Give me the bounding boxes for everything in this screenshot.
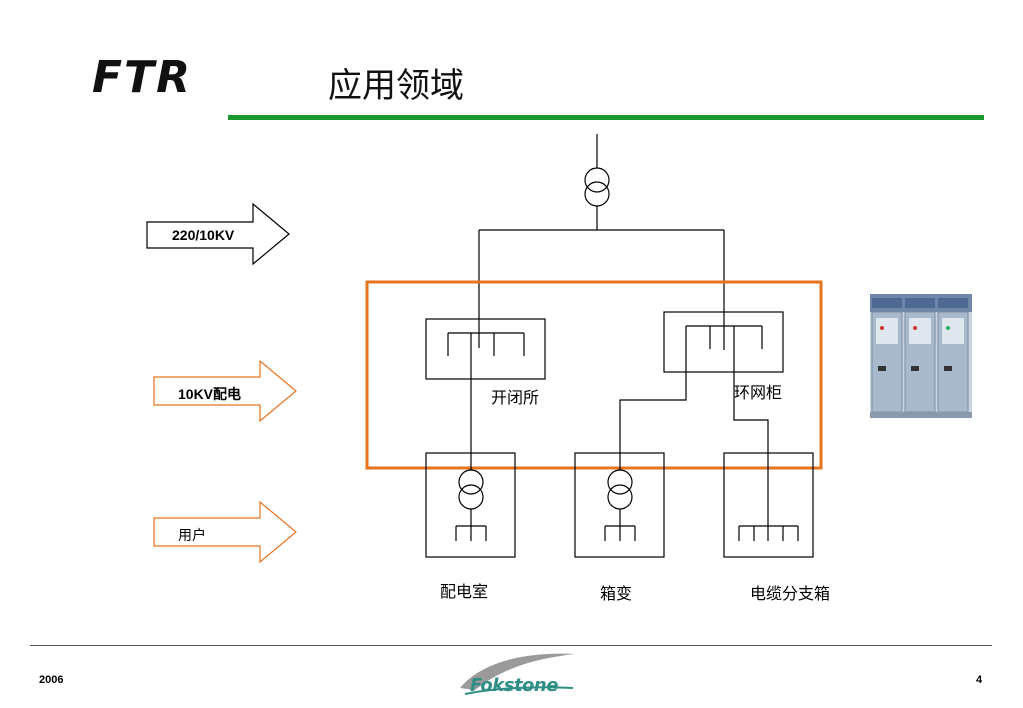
main-feeder-lines <box>478 229 725 350</box>
busbar-icon <box>447 332 525 356</box>
label-box-transformer: 箱变 <box>600 584 633 603</box>
arrow-10kv-distribution <box>153 359 297 423</box>
fokstone-logo <box>460 653 575 695</box>
title-underline <box>228 115 984 120</box>
label-distribution-room: 配电室 <box>440 582 489 601</box>
brand-name: Fokstone <box>470 675 558 696</box>
box-transformer-box <box>574 452 665 558</box>
arrow-label-user: 用户 <box>178 527 206 543</box>
label-ring-main-unit: 环网柜 <box>734 383 783 402</box>
busbar-icon <box>685 325 763 349</box>
switching-station-box <box>425 318 546 470</box>
arrow-220-10kv <box>146 202 290 266</box>
arrow-label-220-10kv: 220/10KV <box>172 227 235 243</box>
ring-main-unit-box <box>619 311 784 490</box>
distribution-room-box <box>425 452 516 558</box>
arrow-label-10kv-distribution: 10KV配电 <box>178 386 242 402</box>
page-number: 4 <box>976 674 983 686</box>
label-switching-station: 开闭所 <box>491 388 540 407</box>
arrow-user <box>153 500 297 564</box>
transformer-icon <box>607 469 633 495</box>
main-transformer-icon <box>584 134 610 230</box>
footer-year: 2006 <box>39 674 64 686</box>
label-cable-branch-box: 电缆分支箱 <box>750 584 831 603</box>
transformer-icon <box>458 469 484 495</box>
switchgear-cabinet-photo <box>870 294 972 418</box>
cable-branch-box <box>723 452 814 558</box>
page-title: 应用领域 <box>328 66 464 106</box>
footer-rule <box>30 645 992 646</box>
ftr-logo: FTR <box>92 52 192 103</box>
distribution-highlight-frame <box>365 280 823 470</box>
